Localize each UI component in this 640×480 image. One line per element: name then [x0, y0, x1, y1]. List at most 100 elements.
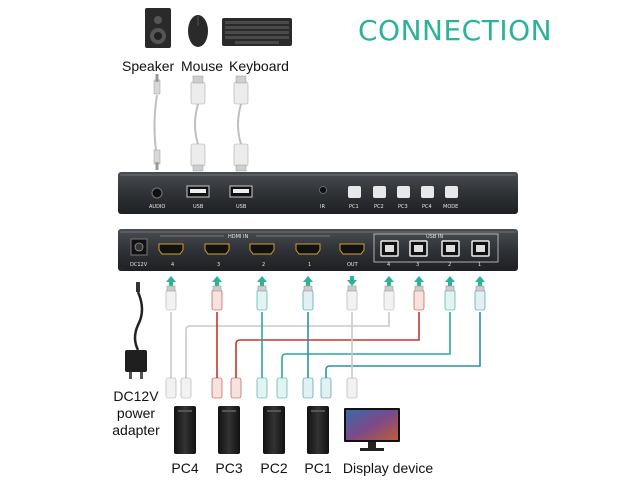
- button-mode[interactable]: [445, 186, 458, 198]
- pc2-label: PC2: [260, 460, 288, 476]
- connector-usb3-top: [413, 285, 425, 311]
- connector-display-hdmi: [346, 377, 358, 399]
- dc-label: DC12V: [130, 262, 148, 268]
- keyboard-label: Keyboard: [229, 58, 289, 74]
- pc3-tower-icon: [218, 406, 240, 454]
- cable-pc3-usb: [235, 312, 420, 378]
- hdmi-port-4-label: 4: [171, 262, 174, 268]
- arrow-up-hdmi4: [166, 276, 176, 286]
- arrow-up-hdmi3: [212, 276, 222, 286]
- connector-hdmi4-top: [165, 285, 177, 311]
- mouse-label: Mouse: [181, 58, 224, 74]
- speaker-cable: [153, 74, 161, 170]
- usb-b-port-1: [471, 240, 490, 257]
- hdmi-port-1-label: 1: [308, 262, 311, 268]
- arrow-up-hdmi1: [303, 276, 313, 286]
- hdmi-port-2-label: 2: [262, 262, 265, 268]
- audio-port: [151, 187, 163, 199]
- cable-pc4-usb: [185, 312, 390, 378]
- connector-pc1-hdmi: [302, 377, 314, 399]
- hdmi-port-4: [158, 243, 184, 255]
- hdmi-port-2: [249, 243, 275, 255]
- mouse-usb-cable: [190, 75, 206, 172]
- button-pc3-label: PC3: [398, 204, 408, 210]
- pc1-label: PC1: [304, 460, 332, 476]
- power-adapter: [125, 282, 147, 379]
- keyboard-icon: [222, 18, 292, 46]
- connector-hdmi2-top: [256, 285, 268, 311]
- mouse-icon: [188, 15, 208, 47]
- ir-sensor: [319, 186, 327, 194]
- pc1-tower-icon: [307, 406, 329, 454]
- arrow-up-usb4: [384, 276, 394, 286]
- connector-pc3-usb: [230, 377, 242, 399]
- cable-pc1-usb: [325, 312, 481, 378]
- usb1-label: USB: [193, 204, 204, 210]
- connector-hdmi3-top: [211, 285, 223, 311]
- power-adapter-label-line3: adapter: [112, 422, 160, 438]
- usb-b-port-2: [441, 240, 460, 257]
- speaker-label: Speaker: [122, 58, 175, 74]
- kvm-front-panel: AUDIO USB USB IR PC1 PC2 PC3 PC4 MODE: [118, 172, 518, 214]
- connector-hdmi1-top: [302, 285, 314, 311]
- pc2-tower-icon: [263, 406, 285, 454]
- audio-label: AUDIO: [149, 204, 165, 210]
- hdmi-out-port: [339, 243, 365, 255]
- arrow-up-usb3: [414, 276, 424, 286]
- page-title: CONNECTION: [358, 14, 553, 47]
- button-pc1-label: PC1: [349, 204, 359, 210]
- pc4-tower-icon: [174, 406, 196, 454]
- usb-b-port-4-label: 4: [387, 262, 390, 268]
- button-mode-label: MODE: [443, 204, 458, 210]
- connector-pc2-usb: [276, 377, 288, 399]
- speaker-icon: [145, 8, 171, 48]
- dc-power-jack: [130, 238, 148, 256]
- arrow-up-hdmi2: [257, 276, 267, 286]
- button-pc2[interactable]: [373, 186, 386, 198]
- arrow-group: [166, 276, 485, 286]
- hdmi-port-3: [204, 243, 230, 255]
- connector-usb2-top: [444, 285, 456, 311]
- hdmi-port-1: [295, 243, 321, 255]
- connector-pc4-usb: [180, 377, 192, 399]
- button-pc2-label: PC2: [374, 204, 384, 210]
- connector-out-top: [346, 285, 358, 311]
- connector-pc4-hdmi: [165, 377, 177, 399]
- pc4-label: PC4: [171, 460, 199, 476]
- power-adapter-label-line1: DC12V: [113, 388, 159, 404]
- front-usb-port-1: [186, 185, 210, 198]
- arrow-up-usb2: [445, 276, 455, 286]
- connector-pc3-hdmi: [211, 377, 223, 399]
- connector-usb1-top: [474, 285, 486, 311]
- button-pc4[interactable]: [421, 186, 434, 198]
- arrow-down-out: [347, 276, 357, 286]
- connector-usb4-top: [383, 285, 395, 311]
- usb-in-label: USB IN: [426, 234, 443, 240]
- usb-b-port-3-label: 3: [416, 262, 419, 268]
- kvm-rear-panel: DC12V HDMI IN 4 3 2 1 OUT USB IN 4 3 2 1: [118, 229, 518, 271]
- pc3-label: PC3: [215, 460, 243, 476]
- hdmi-port-3-label: 3: [217, 262, 220, 268]
- connector-pc1-usb: [320, 377, 332, 399]
- cable-pc2-usb: [281, 312, 451, 378]
- button-pc1[interactable]: [348, 186, 361, 198]
- button-pc4-label: PC4: [422, 204, 432, 210]
- monitor-icon: [344, 408, 400, 451]
- usb-b-port-2-label: 2: [448, 262, 451, 268]
- keyboard-usb-cable: [233, 75, 249, 172]
- usb2-label: USB: [236, 204, 247, 210]
- display-device-label: Display device: [342, 460, 434, 476]
- usb-b-port-3: [409, 240, 428, 257]
- connector-pc2-hdmi: [256, 377, 268, 399]
- button-pc3[interactable]: [397, 186, 410, 198]
- ir-label: IR: [320, 204, 325, 210]
- usb-b-port-4: [380, 240, 399, 257]
- front-usb-port-2: [229, 185, 253, 198]
- hdmi-in-label: HDMI IN: [228, 234, 248, 240]
- arrow-up-usb1: [475, 276, 485, 286]
- hdmi-out-label: OUT: [347, 262, 359, 268]
- usb-b-port-1-label: 1: [478, 262, 481, 268]
- power-adapter-label: DC12V power adapter: [104, 388, 168, 439]
- power-adapter-label-line2: power: [116, 405, 156, 421]
